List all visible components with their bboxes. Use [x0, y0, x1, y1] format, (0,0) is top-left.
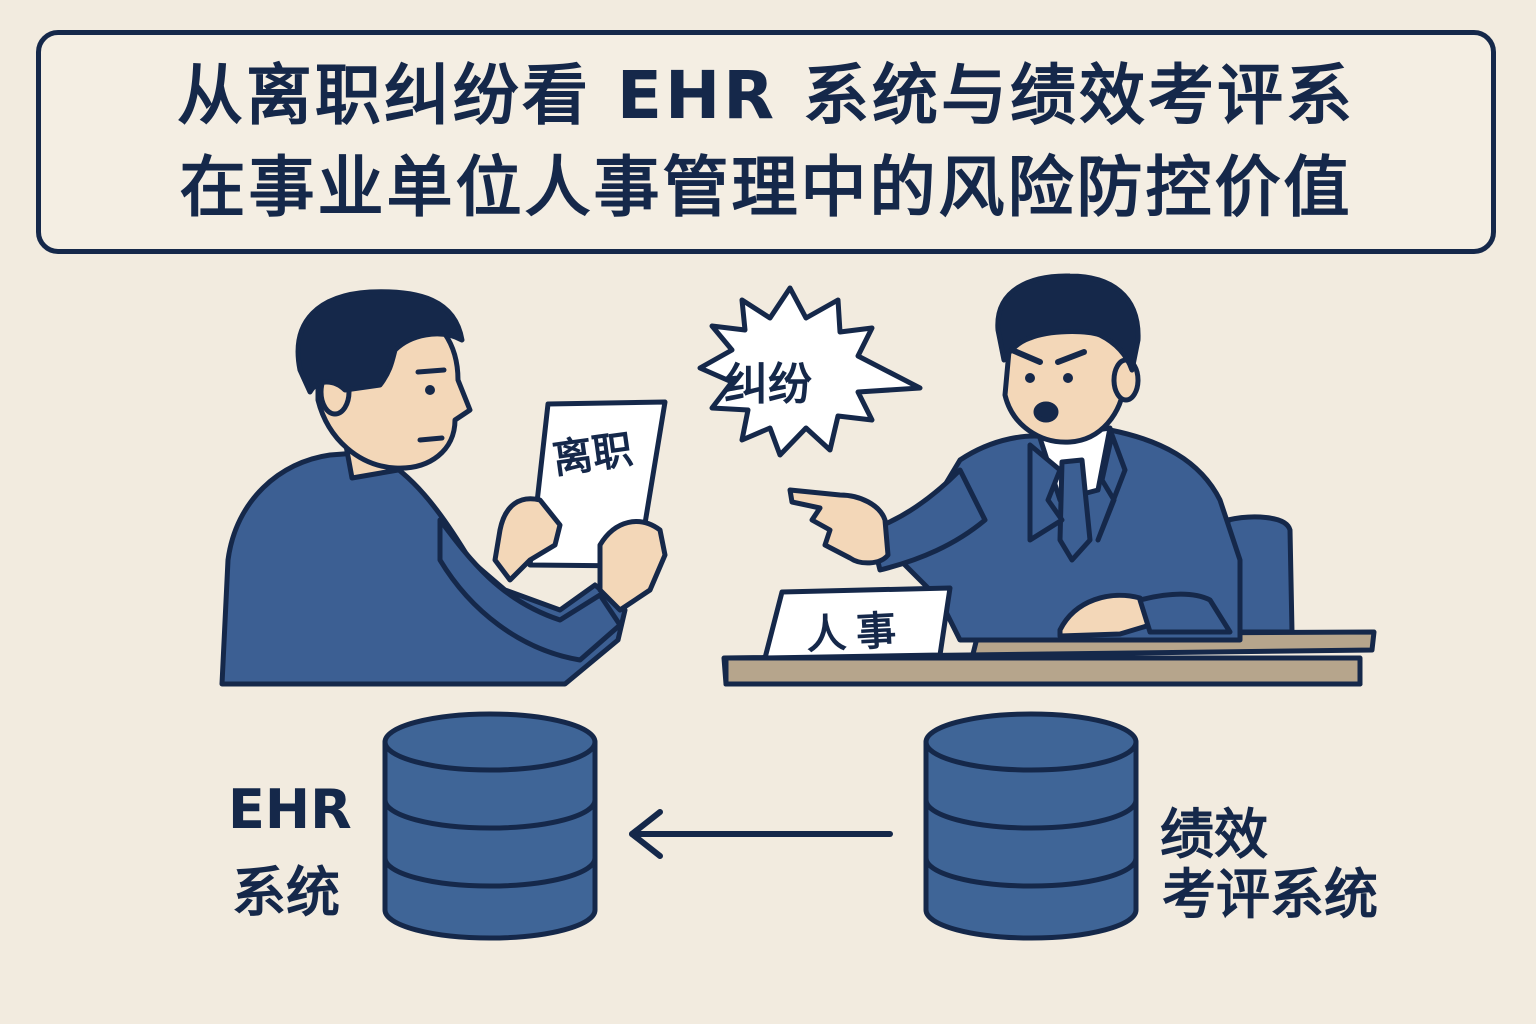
title-line-2: 在事业单位人事管理中的风险防控价值: [179, 149, 1353, 226]
performance-system-label-line2: 考评系统: [1162, 863, 1378, 926]
hr-manager-brow-left: [1009, 347, 1043, 365]
employee-hair: [295, 289, 465, 395]
hr-manager-sleeve: [1137, 591, 1233, 635]
data-flow-arrow-icon: [629, 809, 893, 859]
employee-eye: [425, 385, 435, 395]
performance-system-label-line1: 绩效: [1160, 803, 1268, 866]
ehr-system-label-line2: 系统: [232, 861, 340, 924]
employee-left-hand: [492, 496, 563, 583]
hr-manager-eye-right: [1063, 373, 1073, 383]
hr-manager-pointing-hand: [787, 487, 891, 566]
performance-database-icon: [923, 711, 1139, 941]
hr-nameplate: [762, 585, 953, 661]
hr-manager-figure: [787, 273, 1243, 643]
dispute-label: 纠纷: [724, 359, 812, 410]
hr-manager-mouth: [1033, 401, 1059, 423]
hr-manager-pointing-arm: [867, 467, 988, 573]
title-box: 从离职纠纷看 EHR 系统与绩效考评系 在事业单位人事管理中的风险防控价值: [36, 30, 1496, 254]
employee-right-hand: [597, 519, 668, 613]
employee-figure: [219, 289, 668, 687]
hr-manager-lapel-left: [1027, 442, 1065, 543]
hr-manager-hand-on-desk: [1057, 592, 1153, 639]
employee-arm: [437, 517, 623, 663]
dispute-speech-bubble: [697, 285, 923, 458]
hr-manager-brow-right: [1055, 349, 1087, 365]
ehr-database-icon: [382, 711, 598, 941]
nameplate-label: 人事: [805, 607, 908, 659]
desk-front: [723, 655, 1363, 687]
hr-manager-eye-left: [1025, 373, 1035, 383]
title-line-1: 从离职纠纷看 EHR 系统与绩效考评系: [176, 57, 1356, 134]
ehr-system-label-line1: EHR: [228, 778, 352, 841]
hr-manager-lapel-right: [1095, 432, 1128, 543]
hr-manager-tie: [1057, 457, 1093, 563]
resignation-label: 离职: [549, 426, 636, 484]
employee-mouth: [417, 435, 445, 443]
hr-manager-hair: [995, 273, 1141, 373]
hr-chair: [1225, 514, 1295, 635]
employee-brow: [415, 367, 447, 375]
